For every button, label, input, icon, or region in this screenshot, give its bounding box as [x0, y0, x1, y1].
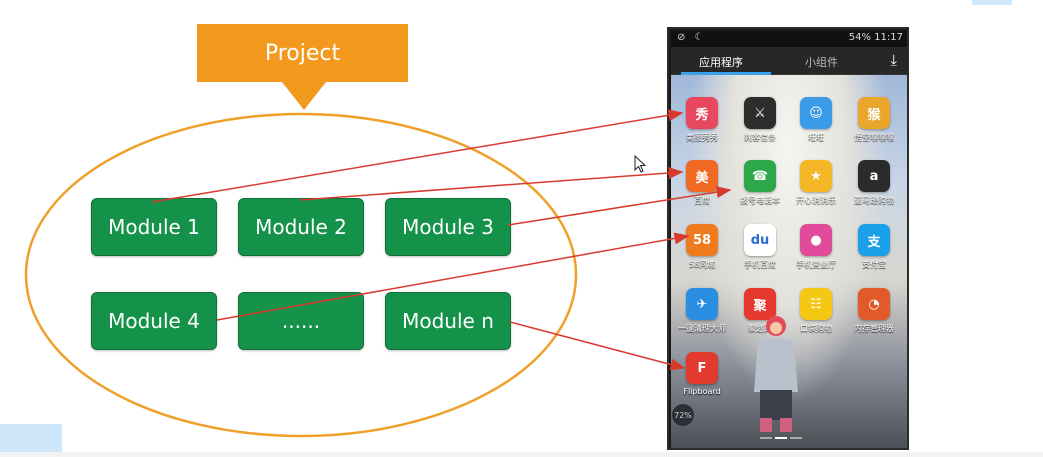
- app-label: Flipboard: [683, 387, 721, 396]
- app-label: 支付宝: [862, 260, 886, 269]
- app-label: 旺旺: [808, 133, 824, 142]
- app-launcher[interactable]: ☎ 拨号电话本: [732, 160, 788, 216]
- module-ellipsis-box: ......: [238, 292, 364, 350]
- module-1-box: Module 1: [91, 198, 217, 256]
- app-label: 内存管理器: [854, 324, 894, 333]
- project-box: Project: [197, 24, 408, 82]
- app-launcher[interactable]: 美百度: [674, 160, 730, 216]
- module-label: Module n: [402, 309, 494, 333]
- app-label: 亚马逊购物: [854, 196, 894, 205]
- app-launcher[interactable]: 58 58同城: [674, 224, 730, 280]
- app-label: 百度: [694, 196, 710, 205]
- app-icon[interactable]: ★: [800, 160, 832, 192]
- module-4-box: Module 4: [91, 292, 217, 350]
- phone-status-bar: ⊘ ☾ 54% 11:17: [671, 31, 907, 47]
- module-label: ......: [281, 309, 321, 333]
- app-icon[interactable]: ⚔: [744, 97, 776, 129]
- app-label: 开心消消乐: [796, 196, 836, 205]
- app-launcher[interactable]: ☷ 口袋购物: [788, 288, 844, 344]
- app-launcher[interactable]: 猴悟空嘿嘿嘿: [846, 97, 902, 153]
- module-label: Module 2: [255, 215, 347, 239]
- app-label: 刺客信条: [744, 133, 776, 142]
- phone-tab-bar: 应用程序 小组件 ⤓: [671, 47, 907, 75]
- app-icon[interactable]: ◔: [858, 288, 890, 320]
- corner-tab: [0, 424, 62, 457]
- app-launcher[interactable]: 聚聚划算: [732, 288, 788, 344]
- app-label: 手机百度: [744, 260, 776, 269]
- app-icon[interactable]: 秀: [686, 97, 718, 129]
- page-dot-active: [775, 437, 787, 439]
- arrow-module-n: [509, 321, 686, 371]
- module-3-box: Module 3: [385, 198, 511, 256]
- app-label: 58同城: [688, 260, 716, 269]
- app-icon[interactable]: ☎: [744, 160, 776, 192]
- app-launcher[interactable]: ◔ 内存管理器: [846, 288, 902, 344]
- mouse-cursor-icon: [634, 155, 646, 173]
- bottom-strip: [0, 452, 1043, 457]
- app-label: 聚划算: [748, 324, 772, 333]
- page-indicator: [760, 424, 820, 439]
- app-launcher[interactable]: ✈ 一键清理大师: [674, 288, 730, 344]
- app-icon[interactable]: ☷: [800, 288, 832, 320]
- tab-apps[interactable]: 应用程序: [699, 56, 743, 69]
- page-dot: [760, 437, 772, 439]
- app-icon[interactable]: 聚: [744, 288, 776, 320]
- child-photo: [748, 312, 804, 434]
- app-icon[interactable]: F: [686, 352, 718, 384]
- tab-active-indicator: [681, 72, 771, 75]
- module-n-box: Module n: [385, 292, 511, 350]
- app-label: 一键清理大师: [678, 324, 726, 333]
- app-label: 美图秀秀: [686, 133, 718, 142]
- app-icon[interactable]: 猴: [858, 97, 890, 129]
- battery-badge: 72%: [672, 404, 694, 426]
- status-icons: ⊘ ☾: [677, 32, 707, 43]
- app-label: 拨号电话本: [740, 196, 780, 205]
- app-launcher[interactable]: a 亚马逊购物: [846, 160, 902, 216]
- top-decoration: [972, 0, 1012, 5]
- app-launcher[interactable]: F Flipboard: [674, 352, 730, 408]
- app-icon[interactable]: ●: [800, 224, 832, 256]
- app-icon[interactable]: ☺: [800, 97, 832, 129]
- arrow-module-2: [299, 167, 684, 201]
- app-launcher[interactable]: ★ 开心消消乐: [788, 160, 844, 216]
- module-2-box: Module 2: [238, 198, 364, 256]
- app-launcher[interactable]: du 手机百度: [732, 224, 788, 280]
- app-launcher[interactable]: ⚔ 刺客信条: [732, 97, 788, 153]
- module-label: Module 3: [402, 215, 494, 239]
- project-down-arrow: [282, 82, 326, 110]
- app-icon[interactable]: du: [744, 224, 776, 256]
- app-icon[interactable]: ✈: [686, 288, 718, 320]
- app-icon[interactable]: a: [858, 160, 890, 192]
- app-icon[interactable]: 支: [858, 224, 890, 256]
- tab-widgets[interactable]: 小组件: [805, 56, 838, 69]
- app-launcher[interactable]: ☺ 旺旺: [788, 97, 844, 153]
- app-launcher[interactable]: 支支付宝: [846, 224, 902, 280]
- app-label: 悟空嘿嘿嘿: [854, 133, 894, 142]
- app-launcher[interactable]: 秀美图秀秀: [674, 97, 730, 153]
- project-label: Project: [264, 40, 341, 66]
- battery-percent: 72%: [674, 410, 692, 420]
- module-label: Module 1: [108, 215, 200, 239]
- app-label: 口袋购物: [800, 324, 832, 333]
- download-icon[interactable]: ⤓: [890, 51, 897, 69]
- app-icon[interactable]: 58: [686, 224, 718, 256]
- app-launcher[interactable]: ● 手机营业厅: [788, 224, 844, 280]
- status-time: 54% 11:17: [848, 32, 903, 43]
- module-label: Module 4: [108, 309, 200, 333]
- page-dot: [790, 437, 802, 439]
- app-label: 手机营业厅: [796, 260, 836, 269]
- arrow-module-1: [151, 109, 684, 203]
- app-icon[interactable]: 美: [686, 160, 718, 192]
